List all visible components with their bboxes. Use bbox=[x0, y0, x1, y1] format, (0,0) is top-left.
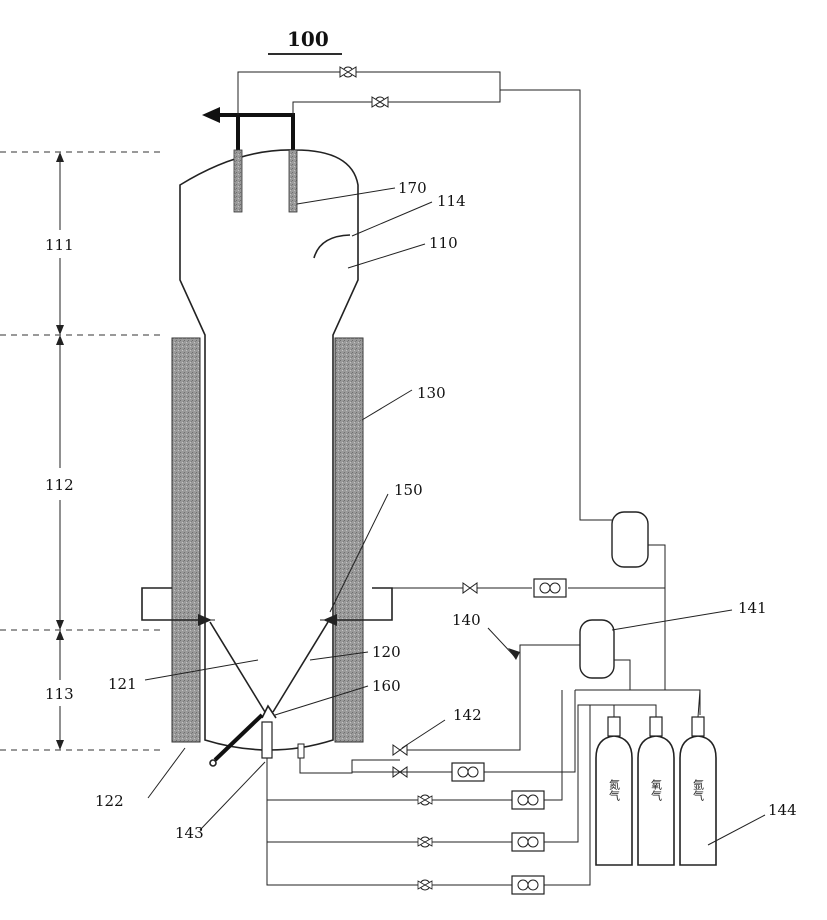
probe-left bbox=[234, 150, 242, 212]
label-121: 121 bbox=[108, 675, 137, 693]
exhaust-outlet bbox=[202, 107, 293, 150]
flowmeter-gas-1 bbox=[512, 791, 544, 809]
label-144: 144 bbox=[768, 801, 797, 819]
valve-port bbox=[463, 583, 477, 593]
line-142-from-meter bbox=[484, 760, 575, 772]
exhaust-arrow bbox=[202, 107, 220, 123]
label-141: 141 bbox=[738, 599, 767, 617]
flowmeter-142 bbox=[452, 763, 484, 781]
cylinder-line-2 bbox=[544, 705, 614, 842]
receiver-line bbox=[648, 545, 665, 690]
leader-130 bbox=[362, 390, 412, 420]
flowmeter-port bbox=[534, 579, 566, 597]
nozzle-114 bbox=[314, 235, 350, 258]
label-130: 130 bbox=[417, 384, 446, 402]
feed-tube bbox=[215, 715, 262, 760]
flowmeter-gas-2 bbox=[512, 833, 544, 851]
valve-gas-3 bbox=[418, 880, 432, 890]
recycle-line-upper bbox=[238, 72, 500, 115]
zone-label-112: 112 bbox=[45, 476, 74, 494]
flowmeter-gas-3 bbox=[512, 876, 544, 894]
label-160: 160 bbox=[372, 677, 401, 695]
leader-141 bbox=[612, 610, 732, 630]
heater-right bbox=[335, 338, 363, 742]
leader-140-arrow bbox=[508, 648, 520, 660]
cylinder-1-valve bbox=[608, 717, 620, 736]
cylinder-3-valve bbox=[692, 717, 704, 736]
label-150: 150 bbox=[394, 481, 423, 499]
exhaust-pipe bbox=[238, 115, 293, 150]
mix-line-in bbox=[614, 660, 630, 690]
leader-143 bbox=[200, 762, 265, 830]
cylinder-line-1 bbox=[544, 690, 562, 800]
cylinder-2-text: 氧气 bbox=[650, 778, 663, 801]
feed-tube-end bbox=[210, 760, 216, 766]
receiver-vessel-upper bbox=[612, 512, 648, 567]
dim-112-arrow-up bbox=[56, 335, 64, 345]
zone-label-111: 111 bbox=[45, 236, 74, 254]
figure-title: 100 bbox=[287, 27, 329, 51]
leader-114 bbox=[352, 202, 432, 236]
label-143: 143 bbox=[175, 824, 204, 842]
dim-113-arrow-up bbox=[56, 630, 64, 640]
inlet-line-142 bbox=[300, 758, 400, 773]
flange-right-marker bbox=[323, 614, 337, 626]
cone-right bbox=[273, 622, 328, 712]
valve-recycle-upper bbox=[340, 67, 356, 77]
valve-gas-2 bbox=[418, 837, 432, 847]
leader-110 bbox=[348, 244, 425, 268]
label-120: 120 bbox=[372, 643, 401, 661]
dim-112-arrow-down bbox=[56, 620, 64, 630]
valve-gas-1 bbox=[418, 795, 432, 805]
leader-142 bbox=[402, 720, 445, 748]
dim-111-arrow-up bbox=[56, 152, 64, 162]
label-122: 122 bbox=[95, 792, 124, 810]
leader-121 bbox=[145, 660, 258, 680]
dim-111-arrow-down bbox=[56, 325, 64, 335]
label-170: 170 bbox=[398, 179, 427, 197]
valve-recycle-lower bbox=[372, 97, 388, 107]
leader-122 bbox=[148, 748, 185, 798]
cylinder-manifold bbox=[575, 690, 700, 715]
label-110: 110 bbox=[429, 234, 458, 252]
zone-label-113: 113 bbox=[45, 685, 74, 703]
leader-170 bbox=[297, 188, 395, 204]
mixing-vessel-141 bbox=[580, 620, 614, 678]
label-140: 140 bbox=[452, 611, 481, 629]
label-114: 114 bbox=[437, 192, 466, 210]
mix-line-out bbox=[400, 645, 580, 750]
heater-left bbox=[172, 338, 200, 742]
reactor-vessel bbox=[180, 150, 358, 750]
zone-boundaries bbox=[0, 152, 160, 750]
gas-cylinders bbox=[596, 690, 716, 865]
cylinder-1-text: 氮气 bbox=[608, 778, 621, 801]
cylinder-2-valve bbox=[650, 717, 662, 736]
label-142: 142 bbox=[453, 706, 482, 724]
bottom-inlet-143 bbox=[262, 722, 272, 758]
cylinder-line-3 bbox=[544, 705, 656, 885]
dim-113-arrow-down bbox=[56, 740, 64, 750]
bottom-nozzle bbox=[298, 744, 304, 758]
cylinder-3-text: 氩气 bbox=[692, 778, 705, 801]
probe-right bbox=[289, 150, 297, 212]
